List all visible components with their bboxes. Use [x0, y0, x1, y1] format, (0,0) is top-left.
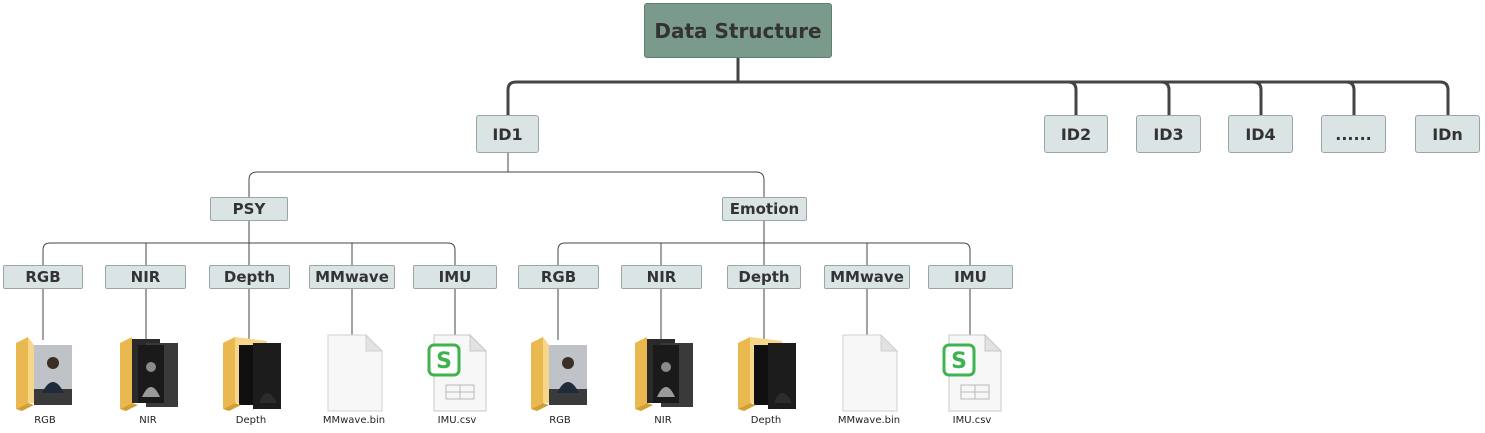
file-caption: NIR — [139, 415, 157, 426]
modality-node: Depth — [209, 265, 290, 289]
category-node-psy: PSY — [210, 197, 288, 221]
id-node: ID3 — [1136, 115, 1201, 153]
id-node: IDn — [1415, 115, 1480, 153]
modality-node: RGB — [518, 265, 599, 289]
id-node: ID4 — [1228, 115, 1293, 153]
modality-node: RGB — [3, 265, 83, 289]
file-caption: RGB — [34, 415, 56, 426]
file-caption: Depth — [750, 415, 782, 426]
rgb-folder-icon — [16, 337, 72, 411]
bin-file-icon — [327, 333, 384, 412]
modality-node: MMwave — [824, 265, 910, 289]
nir-folder-icon — [635, 337, 693, 411]
id-node: ID1 — [476, 115, 539, 153]
modality-node: IMU — [928, 265, 1013, 289]
nir-folder-icon — [120, 337, 178, 411]
root-node: Data Structure — [644, 3, 832, 58]
bin-file-icon — [842, 333, 899, 412]
modality-node: MMwave — [309, 265, 395, 289]
csv-file-icon: S — [427, 333, 488, 412]
file-caption: NIR — [654, 415, 672, 426]
modality-node: Depth — [727, 265, 801, 289]
file-caption: IMU.csv — [437, 415, 477, 426]
svg-text:S: S — [951, 349, 967, 374]
file-caption: RGB — [549, 415, 571, 426]
depth-folder-icon — [738, 337, 796, 411]
svg-text:S: S — [436, 349, 452, 374]
file-caption: MMwave.bin — [837, 415, 901, 426]
file-caption: MMwave.bin — [322, 415, 386, 426]
file-caption: Depth — [235, 415, 267, 426]
csv-file-icon: S — [942, 333, 1003, 412]
modality-node: IMU — [413, 265, 497, 289]
id-node: ID2 — [1044, 115, 1108, 153]
rgb-folder-icon — [531, 337, 587, 411]
id-node-ellipsis: ...... — [1321, 115, 1386, 153]
file-caption: IMU.csv — [952, 415, 992, 426]
modality-node: NIR — [621, 265, 702, 289]
modality-node: NIR — [105, 265, 186, 289]
category-node-emotion: Emotion — [722, 197, 807, 221]
depth-folder-icon — [223, 337, 281, 411]
